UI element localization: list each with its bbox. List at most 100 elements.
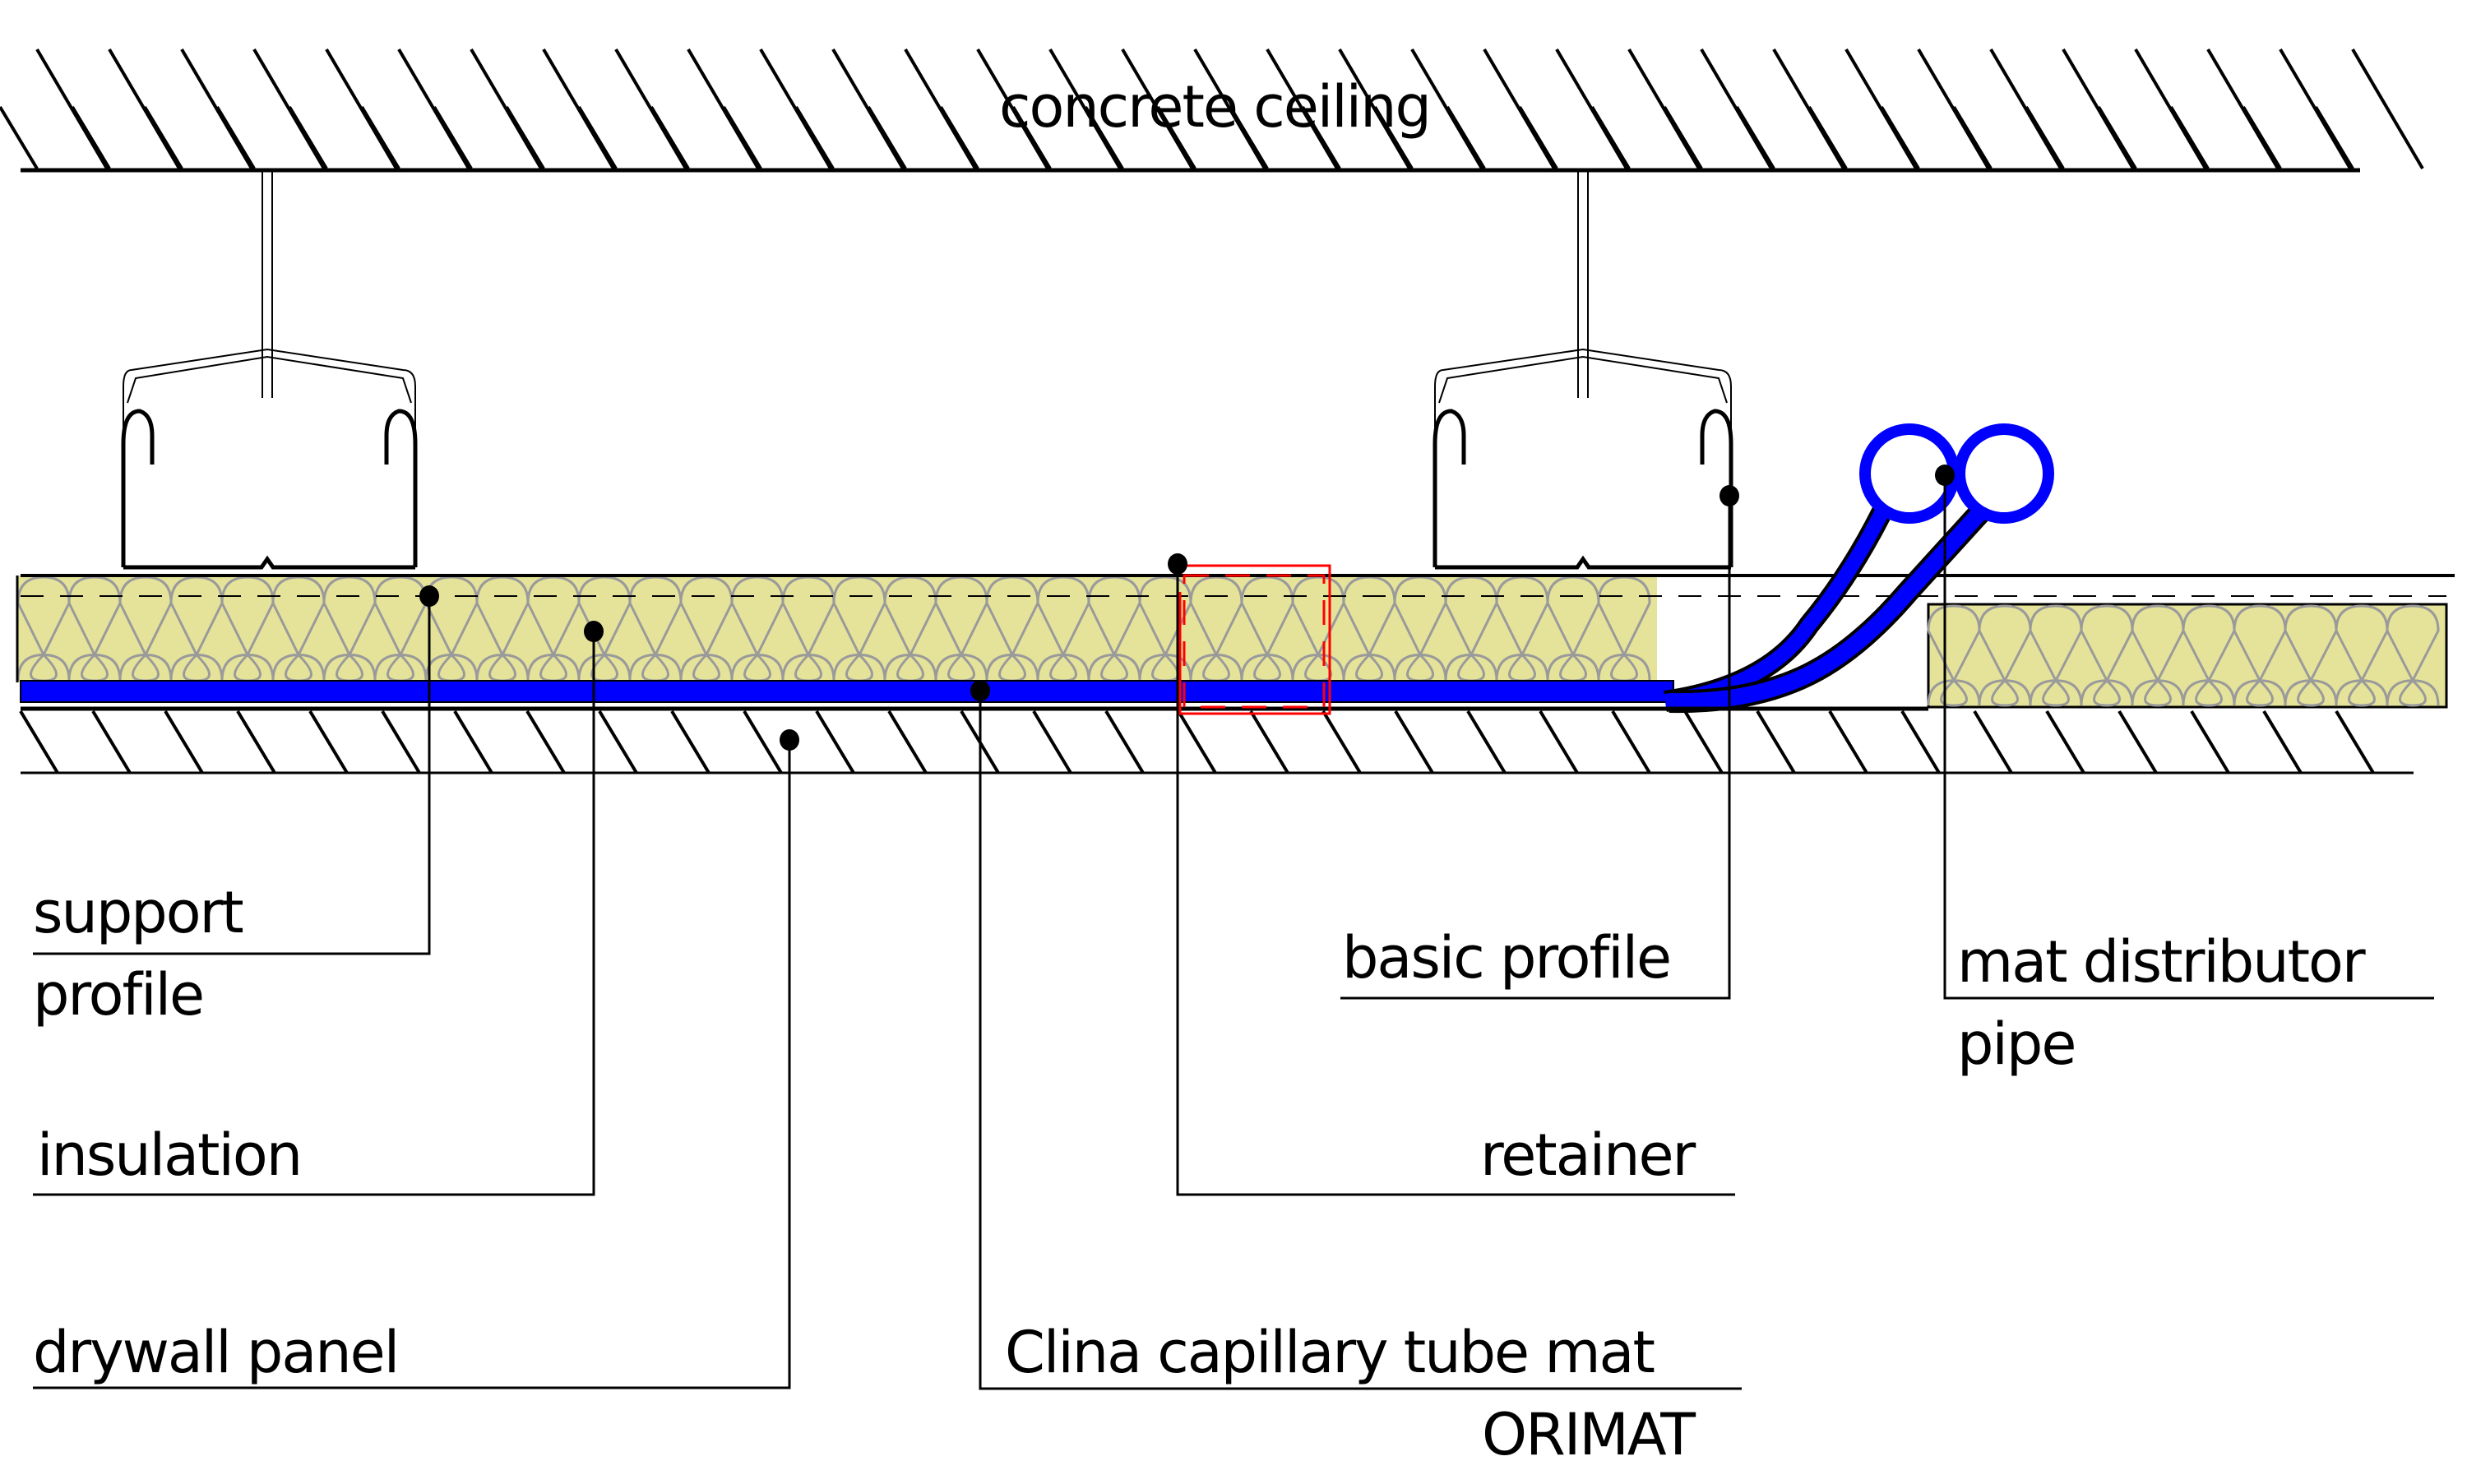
leader-lines: [33, 475, 2434, 1390]
insulation-fiber: [2080, 604, 2134, 707]
label-insulation: insulation: [37, 1121, 303, 1189]
hatch-line: [0, 105, 39, 170]
leader-distributor: [1943, 475, 2434, 1000]
hatch-line: [887, 710, 928, 774]
hatch-line: [939, 105, 979, 170]
mat-riser-1: [1664, 505, 1893, 712]
label-mat-distributor-2: pipe: [1957, 1010, 2076, 1078]
hatch-line: [143, 105, 183, 170]
hatch-line: [71, 105, 111, 170]
leader-support-profile: [33, 596, 431, 955]
label-support-profile-2: profile: [33, 961, 205, 1029]
dot-capillary-mat: [970, 680, 990, 701]
insulation-fiber: [2182, 604, 2236, 707]
hatch-line: [867, 105, 907, 170]
leader-retainer: [1176, 563, 1735, 1196]
hatch-line: [1229, 105, 1269, 170]
dot-support-profile: [419, 585, 439, 607]
hanger-left: [262, 171, 273, 398]
insulation-fiber: [2029, 604, 2083, 707]
leader-basic-profile: [1340, 496, 1731, 1000]
hatch-line: [2314, 105, 2354, 170]
label-capillary-mat-2: ORIMAT: [1482, 1401, 1696, 1468]
label-mat-distributor-1: mat distributor: [1957, 928, 2366, 996]
hatch-line: [288, 105, 328, 170]
insulation-fiber: [2335, 604, 2389, 707]
hatch-line: [670, 710, 710, 774]
distributor-pipe-2: [1954, 423, 2054, 524]
hatch-line: [1177, 710, 1217, 774]
hatch-line: [2097, 105, 2137, 170]
hatch-line: [236, 710, 276, 774]
hatch-line: [2190, 710, 2230, 774]
insulation-fiber: [2284, 604, 2338, 707]
hatch-line: [743, 710, 783, 774]
insulation-fiber: [2233, 604, 2287, 707]
drywall-hatch: [19, 710, 2375, 774]
hatch-line: [2242, 105, 2282, 170]
hatch-line: [2351, 48, 2424, 170]
label-retainer: retainer: [1480, 1121, 1696, 1189]
label-basic-profile: basic profile: [1342, 924, 1672, 992]
label-drywall-panel: drywall panel: [33, 1319, 400, 1386]
hatch-line: [1466, 710, 1507, 774]
concrete-ceiling-hatch: [0, 48, 2424, 170]
hatch-line: [1973, 710, 2013, 774]
hatch-line: [1611, 710, 1651, 774]
hatch-line: [577, 105, 618, 170]
hatch-line: [1590, 105, 1631, 170]
hatch-line: [1249, 710, 1289, 774]
hatch-line: [1084, 105, 1124, 170]
insulation-fiber: [1978, 604, 2032, 707]
hatch-line: [1301, 105, 1341, 170]
hatch-line: [1011, 105, 1052, 170]
dot-basic-profile: [1719, 485, 1739, 506]
hatch-line: [2262, 710, 2303, 774]
support-profile: [121, 348, 418, 570]
hatch-line: [1807, 105, 1848, 170]
hatch-line: [1446, 105, 1486, 170]
hatch-line: [1663, 105, 1703, 170]
hatch-line: [360, 105, 400, 170]
leader-insulation: [33, 631, 595, 1196]
insulation-fiber: [2131, 604, 2185, 707]
hatch-line: [1880, 105, 1920, 170]
insulation-pattern-right: [1927, 604, 2440, 707]
hatch-line: [1518, 105, 1558, 170]
hatch-line: [19, 710, 59, 774]
dot-drywall: [780, 729, 799, 751]
hatch-line: [164, 710, 204, 774]
hatch-line: [2045, 710, 2085, 774]
hatch-line: [381, 710, 421, 774]
insulation-fiber: [2386, 604, 2440, 707]
hatch-line: [1032, 710, 1072, 774]
dot-distributor: [1935, 465, 1955, 486]
hatch-line: [815, 710, 855, 774]
hatch-line: [1828, 710, 1868, 774]
hatch-line: [91, 710, 132, 774]
hatch-line: [453, 710, 493, 774]
hatch-line: [1539, 710, 1579, 774]
hatch-line: [1900, 710, 1941, 774]
leader-dots: [419, 465, 1955, 751]
leader-drywall: [33, 740, 791, 1389]
insulation-fiber: [1927, 604, 1981, 707]
retainer-highlight-box: [1178, 564, 1331, 715]
hatch-line: [2118, 710, 2158, 774]
hatch-line: [2169, 105, 2210, 170]
hatch-line: [1104, 710, 1145, 774]
hatch-line: [505, 105, 545, 170]
dot-retainer: [1168, 553, 1187, 575]
label-support-profile-1: support: [33, 879, 244, 946]
hatch-line: [650, 105, 690, 170]
hatch-line: [433, 105, 473, 170]
hanger-right: [1577, 171, 1589, 398]
dot-insulation: [584, 621, 604, 642]
hatch-line: [1735, 105, 1775, 170]
hatch-line: [598, 710, 638, 774]
hatch-line: [1756, 710, 1796, 774]
hatch-line: [1156, 105, 1196, 170]
hatch-line: [1373, 105, 1414, 170]
label-concrete-ceiling: concrete ceiling: [999, 73, 1432, 141]
